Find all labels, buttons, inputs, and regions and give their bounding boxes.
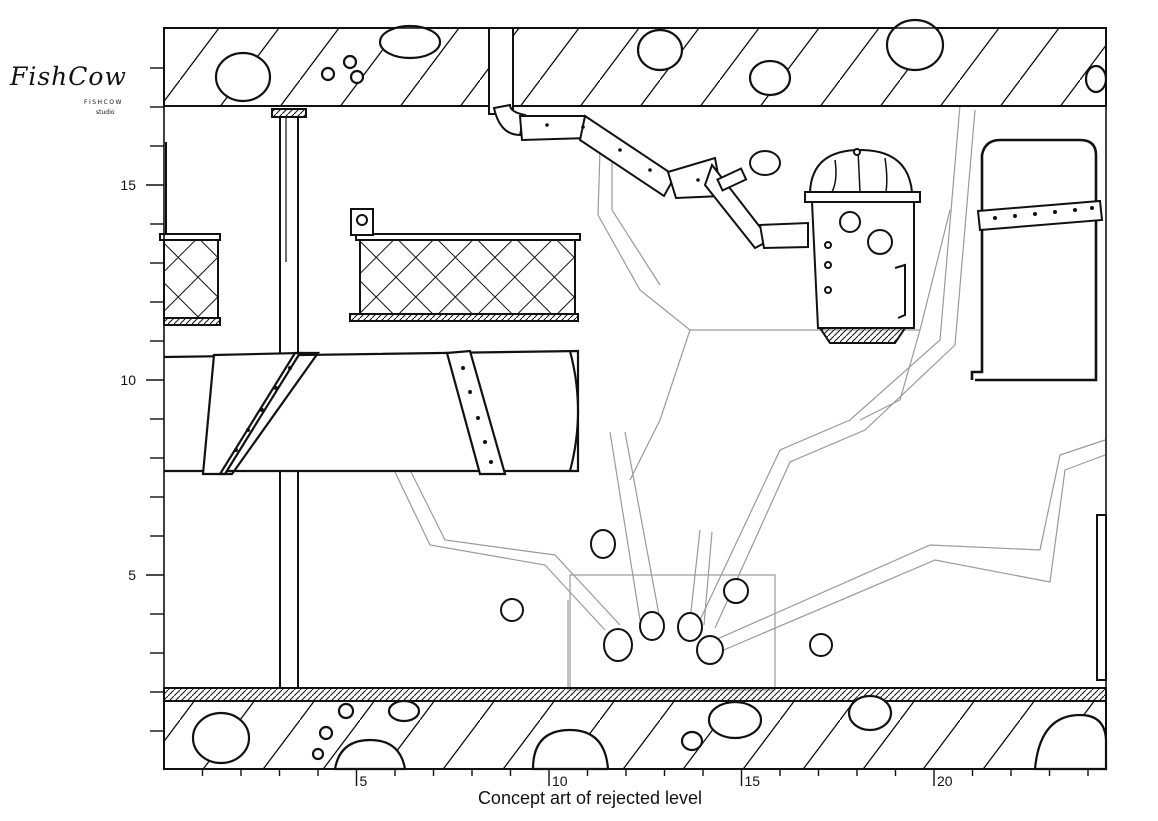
robotic-arm <box>518 114 809 250</box>
x-tick-label: 10 <box>552 773 568 789</box>
floating-bubbles <box>500 529 833 657</box>
switch-button[interactable] <box>350 208 374 236</box>
y-tick-label: 10 <box>120 372 136 388</box>
mesh-cage-center <box>349 233 581 322</box>
grid-axes <box>163 27 1107 770</box>
y-tick-label: 15 <box>120 177 136 193</box>
x-axis-ticks <box>201 769 1089 786</box>
y-axis-ticks <box>146 67 164 732</box>
ceiling-rock-band <box>163 18 1108 107</box>
x-tick-label: 20 <box>937 773 953 789</box>
x-axis-labels: 5 10 15 20 <box>360 773 953 789</box>
tentacle-creature-sketch <box>394 104 1106 691</box>
mesh-cage-left <box>159 142 221 326</box>
horizontal-pipe <box>163 349 580 476</box>
domed-machine <box>804 148 921 344</box>
tentacle-tips <box>603 611 724 665</box>
logo-wordmark: FishCow <box>10 62 127 91</box>
x-tick-label: 15 <box>745 773 761 789</box>
y-tick-label: 5 <box>128 567 136 583</box>
studio-name: FISHCOW <box>84 99 123 106</box>
door-frame-right <box>970 138 1107 681</box>
floor-rock-band <box>163 687 1108 771</box>
studio-tagline: studio <box>96 109 115 116</box>
studio-logo: FishCow FISHCOW studio <box>6 58 156 122</box>
caption: Concept art of rejected level <box>477 788 703 808</box>
x-tick-label: 5 <box>360 773 368 789</box>
y-axis-labels: 15 10 5 <box>120 177 136 583</box>
drain-pipe <box>488 27 527 137</box>
